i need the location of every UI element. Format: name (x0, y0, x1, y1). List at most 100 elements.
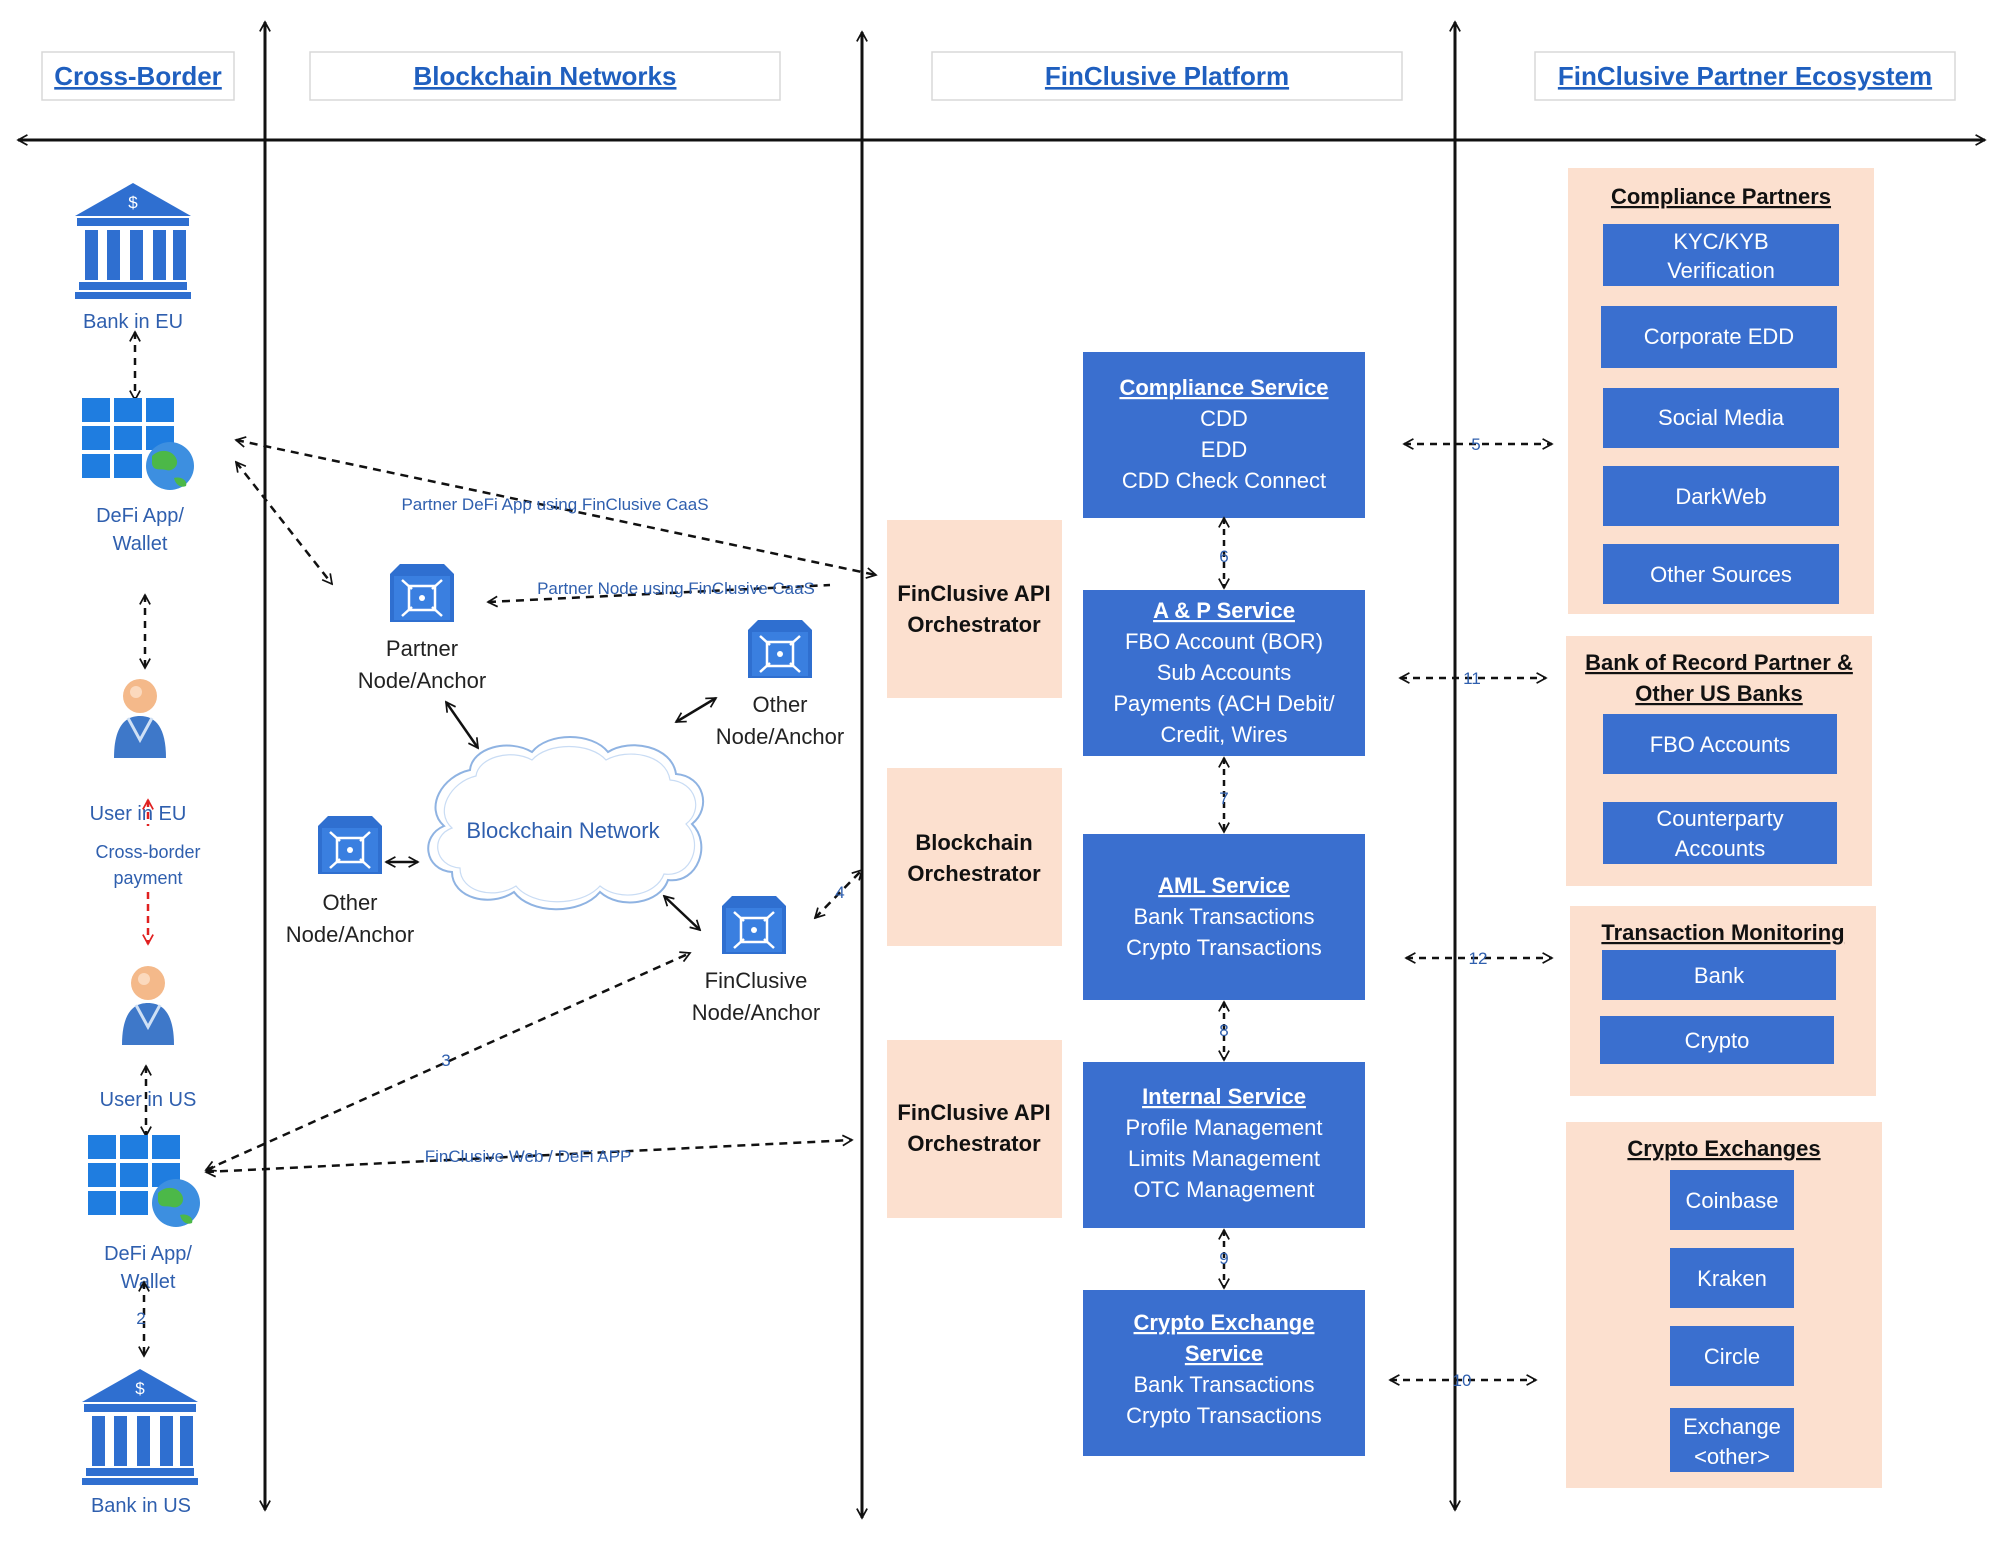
link-defi-top-partner-node (236, 462, 332, 584)
other-node-right-icon (746, 618, 814, 680)
transaction-monitoring-panel: Transaction Monitoring (1570, 906, 1876, 1096)
web-defi-app-label: FinClusive Web / DeFi APP (425, 1147, 632, 1166)
svg-text:FinClusive API: FinClusive API (897, 581, 1050, 606)
finclusive-api-orchestrator-top[interactable]: FinClusive API Orchestrator (887, 520, 1062, 698)
kraken[interactable]: Kraken (1670, 1248, 1794, 1308)
svg-text:Bank Transactions: Bank Transactions (1134, 1372, 1315, 1397)
svg-text:Blockchain Networks: Blockchain Networks (414, 61, 677, 91)
svg-text:Service: Service (1185, 1341, 1263, 1366)
user-eu-icon (112, 677, 168, 760)
other-node-left-label-1: Other (322, 890, 377, 915)
bank-us-label: Bank in US (91, 1495, 191, 1517)
svg-text:EDD: EDD (1201, 437, 1247, 462)
corporate-edd[interactable]: Corporate EDD (1601, 306, 1837, 368)
bank-us-icon (82, 1369, 198, 1485)
svg-text:Bank: Bank (1694, 963, 1745, 988)
defi-app-top-label-1: DeFi App/ (96, 505, 184, 527)
fbo-accounts[interactable]: FBO Accounts (1603, 714, 1837, 774)
link-partner-node-cloud (444, 702, 480, 748)
kyc-kyb-verification[interactable]: KYC/KYB Verification (1603, 224, 1839, 286)
svg-text:Compliance Service: Compliance Service (1119, 375, 1328, 400)
svg-text:Orchestrator: Orchestrator (907, 1131, 1041, 1156)
header-cross-border[interactable]: Cross-Border (41, 51, 235, 101)
svg-text:Kraken: Kraken (1697, 1266, 1767, 1291)
compliance-partners-title: Compliance Partners (1611, 184, 1831, 209)
link-defi-top-api-orchestrator (236, 440, 876, 575)
svg-text:Crypto Exchange: Crypto Exchange (1134, 1310, 1315, 1335)
header-blockchain-networks[interactable]: Blockchain Networks (309, 51, 781, 101)
svg-text:KYC/KYB: KYC/KYB (1673, 229, 1768, 254)
tm-crypto[interactable]: Crypto (1600, 1016, 1834, 1064)
svg-text:Accounts: Accounts (1675, 836, 1766, 861)
svg-text:Crypto Transactions: Crypto Transactions (1126, 935, 1322, 960)
step-7-label: 7 (1219, 789, 1228, 808)
bank-eu-icon (75, 183, 191, 299)
darkweb[interactable]: DarkWeb (1603, 466, 1839, 526)
step-12-label: 12 (1469, 949, 1488, 968)
cross-border-label-1: Cross-border (95, 842, 200, 862)
svg-text:Bank Transactions: Bank Transactions (1134, 904, 1315, 929)
header-finclusive-platform[interactable]: FinClusive Platform (931, 51, 1403, 101)
step-9-label: 9 (1219, 1249, 1228, 1268)
other-node-right-label-1: Other (752, 692, 807, 717)
transaction-monitoring-title: Transaction Monitoring (1601, 920, 1844, 945)
svg-text:Counterparty: Counterparty (1656, 806, 1783, 831)
other-sources[interactable]: Other Sources (1603, 544, 1839, 604)
step-2-label: 2 (136, 1309, 145, 1328)
svg-text:Crypto: Crypto (1685, 1028, 1750, 1053)
svg-text:Exchange: Exchange (1683, 1414, 1781, 1439)
compliance-service[interactable]: Compliance Service CDD EDD CDD Check Con… (1083, 352, 1365, 518)
svg-text:AML Service: AML Service (1158, 873, 1290, 898)
link-cloud-finclusive-node (664, 896, 700, 930)
link-defi-bottom-api-orchestrator (206, 1140, 852, 1172)
step-8-label: 8 (1219, 1021, 1228, 1040)
other-node-right-label-2: Node/Anchor (716, 724, 844, 749)
exchange-other[interactable]: Exchange <other> (1670, 1408, 1794, 1472)
finclusive-node-label-2: Node/Anchor (692, 1000, 820, 1025)
svg-text:Payments (ACH Debit/: Payments (ACH Debit/ (1113, 691, 1335, 716)
step-5-label: 5 (1471, 435, 1480, 454)
internal-service[interactable]: Internal Service Profile Management Limi… (1083, 1062, 1365, 1228)
coinbase[interactable]: Coinbase (1670, 1170, 1794, 1230)
link-finclusive-node-blockchain-orchestrator (815, 870, 862, 918)
svg-text:Credit, Wires: Credit, Wires (1160, 722, 1287, 747)
svg-text:Crypto Transactions: Crypto Transactions (1126, 1403, 1322, 1428)
circle[interactable]: Circle (1670, 1326, 1794, 1386)
counterparty-accounts[interactable]: Counterparty Accounts (1603, 802, 1837, 864)
tm-bank[interactable]: Bank (1602, 950, 1836, 1000)
finclusive-node-label-1: FinClusive (705, 968, 808, 993)
social-media[interactable]: Social Media (1603, 388, 1839, 448)
svg-text:FinClusive API: FinClusive API (897, 1100, 1050, 1125)
cross-border-label-2: payment (113, 868, 182, 888)
other-node-left-label-2: Node/Anchor (286, 922, 414, 947)
svg-text:Social Media: Social Media (1658, 405, 1785, 430)
svg-text:Blockchain: Blockchain (915, 830, 1032, 855)
defi-app-top-label-2: Wallet (113, 533, 168, 555)
user-us-label: User in US (100, 1089, 197, 1111)
svg-text:Circle: Circle (1704, 1344, 1760, 1369)
header-partner-ecosystem[interactable]: FinClusive Partner Ecosystem (1534, 51, 1956, 101)
svg-text:Orchestrator: Orchestrator (907, 612, 1041, 637)
svg-text:Orchestrator: Orchestrator (907, 861, 1041, 886)
svg-text:<other>: <other> (1694, 1444, 1770, 1469)
finclusive-api-orchestrator-bottom[interactable]: FinClusive API Orchestrator (887, 1040, 1062, 1218)
defi-app-bottom-label-2: Wallet (121, 1271, 176, 1293)
blockchain-network-cloud[interactable]: Blockchain Network (427, 736, 705, 911)
svg-text:Coinbase: Coinbase (1686, 1188, 1779, 1213)
bank-of-record-title-2: Other US Banks (1635, 681, 1803, 706)
aml-service[interactable]: AML Service Bank Transactions Crypto Tra… (1083, 834, 1365, 1000)
blockchain-orchestrator[interactable]: Blockchain Orchestrator (887, 768, 1062, 946)
ap-service[interactable]: A & P Service FBO Account (BOR) Sub Acco… (1083, 590, 1365, 756)
svg-text:Internal Service: Internal Service (1142, 1084, 1306, 1109)
crypto-exchange-service[interactable]: Crypto Exchange Service Bank Transaction… (1083, 1290, 1365, 1456)
link-defi-bottom-finclusive-node (206, 953, 690, 1170)
svg-text:Sub Accounts: Sub Accounts (1157, 660, 1292, 685)
bank-of-record-title-1: Bank of Record Partner & (1585, 650, 1853, 675)
partner-defi-caas-label: Partner DeFi App using FinClusive CaaS (401, 495, 708, 514)
bank-eu-label: Bank in EU (83, 311, 183, 333)
finclusive-node-icon (720, 894, 788, 956)
defi-app-top-icon (82, 398, 194, 490)
partner-node-label-2: Node/Anchor (358, 668, 486, 693)
svg-text:FBO Accounts: FBO Accounts (1650, 732, 1791, 757)
svg-text:Cross-Border: Cross-Border (54, 61, 222, 91)
